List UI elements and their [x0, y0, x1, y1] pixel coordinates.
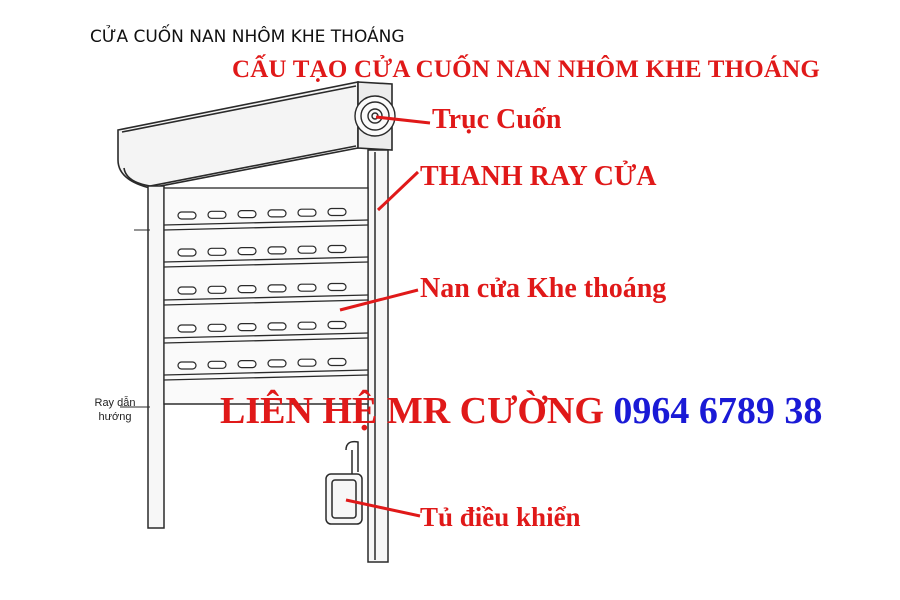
- label-door-rail: THANH RAY CỬA: [420, 161, 657, 192]
- vent-slot: [207, 210, 227, 219]
- left-guide-rail: [147, 185, 165, 529]
- diagram-title: CẤU TẠO CỬA CUỐN NAN NHÔM KHE THOÁNG: [232, 56, 821, 83]
- label-leader-lines: [120, 229, 150, 408]
- vent-slots: [177, 207, 347, 370]
- right-guide-rail: [367, 149, 389, 563]
- vent-slot: [237, 210, 257, 219]
- contact-line: LIÊN HỆ MR CƯỜNG 0964 6789 38: [220, 389, 822, 433]
- vent-slot: [237, 285, 257, 294]
- vent-slot: [297, 283, 317, 292]
- vent-slot: [327, 320, 347, 330]
- pointer-lines: [339, 115, 431, 518]
- vent-slot: [177, 286, 197, 295]
- vent-slot: [327, 282, 347, 292]
- vent-slot: [267, 284, 287, 293]
- label-guide-rail-line1: Ray dẫn: [94, 397, 136, 409]
- label-guide-rail-line2: hướng: [98, 411, 132, 423]
- vent-slot: [237, 247, 257, 256]
- vent-slot: [297, 208, 317, 217]
- vent-slot: [207, 285, 227, 294]
- label-vent-slat: Nan cửa Khe thoáng: [420, 273, 667, 304]
- vent-slot: [297, 245, 317, 254]
- label-roller-shaft: Trục Cuốn: [432, 104, 562, 135]
- vent-slot: [327, 357, 347, 367]
- label-guide-rail: Ray dẫn hướng: [80, 396, 150, 424]
- door-curtain: [163, 187, 369, 405]
- vent-slot: [297, 321, 317, 330]
- control-box: [325, 440, 363, 525]
- vent-slot: [177, 248, 197, 257]
- vent-slot: [267, 246, 287, 255]
- vent-slot: [327, 244, 347, 254]
- vent-slot: [267, 209, 287, 218]
- vent-slot: [267, 359, 287, 368]
- vent-slot: [177, 324, 197, 333]
- label-control-box: Tủ điều khiển: [420, 502, 581, 532]
- vent-slot: [177, 211, 197, 220]
- roller-shaft-end: [354, 95, 396, 137]
- roller-housing: [117, 81, 393, 189]
- top-caption: CỬA CUỐN NAN NHÔM KHE THOÁNG: [90, 27, 405, 47]
- vent-slot: [207, 323, 227, 332]
- vent-slot: [327, 207, 347, 217]
- vent-slot: [267, 322, 287, 331]
- vent-slot: [237, 360, 257, 369]
- vent-slot: [207, 247, 227, 256]
- contact-phone[interactable]: 0964 6789 38: [613, 390, 823, 432]
- vent-slot: [237, 323, 257, 332]
- vent-slot: [207, 360, 227, 369]
- vent-slot: [297, 358, 317, 367]
- contact-name: LIÊN HỆ MR CƯỜNG: [220, 390, 604, 432]
- vent-slot: [177, 361, 197, 370]
